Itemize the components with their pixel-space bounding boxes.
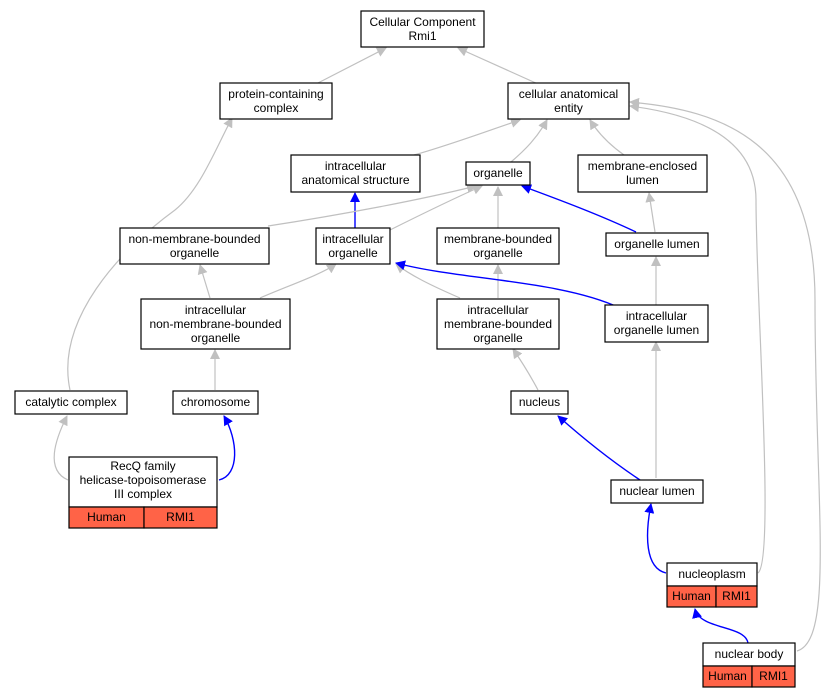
edge-recq-part-of-chr bbox=[218, 415, 236, 481]
node-membrane-enclosed-lumen[interactable]: membrane-enclosed lumen bbox=[577, 154, 708, 193]
node-label-line: non-membrane-bounded bbox=[128, 232, 260, 246]
annotation-species-label: Human bbox=[672, 589, 711, 603]
edge-recq-to-cat bbox=[53, 415, 69, 481]
node-label-line: organelle bbox=[473, 246, 523, 260]
node-label-line: RecQ family bbox=[110, 459, 175, 473]
node-label-line: nuclear lumen bbox=[619, 484, 694, 498]
node-label-line: intracellular bbox=[185, 303, 246, 317]
edges bbox=[53, 47, 821, 652]
node-label-line: helicase-topoisomerase bbox=[80, 473, 207, 487]
node-label-line: intracellular bbox=[626, 309, 687, 323]
edge-mel-to-cae bbox=[589, 119, 625, 156]
annotation-gene-label: RMI1 bbox=[166, 510, 195, 524]
node-membrane-bounded-organelle[interactable]: membrane-bounded organelle bbox=[436, 227, 560, 265]
node-cellular-anatomical-entity[interactable]: cellular anatomical entity bbox=[507, 82, 630, 120]
node-label-line: organelle bbox=[328, 246, 378, 260]
node-organelle[interactable]: organelle bbox=[465, 161, 531, 186]
edge-np-part-of-nl bbox=[644, 503, 667, 574]
edge-io-to-org bbox=[389, 185, 483, 231]
node-nucleus[interactable]: nucleus bbox=[510, 390, 569, 415]
node-label-line: intracellular bbox=[467, 303, 528, 317]
node-label-line: chromosome bbox=[181, 395, 251, 409]
node-label-line: membrane-enclosed bbox=[588, 159, 697, 173]
annotation-gene-label: RMI1 bbox=[722, 589, 751, 603]
node-label-line: complex bbox=[254, 101, 299, 115]
node-catalytic-complex[interactable]: catalytic complex bbox=[14, 390, 128, 415]
node-intracellular-non-membrane-bounded-organelle[interactable]: intracellular non-membrane-bounded organ… bbox=[140, 298, 291, 350]
node-organelle-lumen[interactable]: organelle lumen bbox=[605, 232, 709, 257]
node-label-line: cellular anatomical bbox=[519, 87, 618, 101]
edge-cat-to-pcc bbox=[67, 117, 233, 391]
annotation-species-label: Human bbox=[708, 669, 747, 683]
edge-pcc-to-cc bbox=[315, 47, 387, 85]
node-intracellular-anatomical-structure[interactable]: intracellular anatomical structure bbox=[290, 154, 421, 193]
edge-nuc-to-imbo bbox=[512, 348, 539, 391]
node-intracellular-organelle-lumen[interactable]: intracellular organelle lumen bbox=[604, 304, 709, 343]
node-label-line: organelle bbox=[191, 331, 241, 345]
node-label-line: nucleus bbox=[519, 395, 560, 409]
edge-ol-part-of-org bbox=[521, 184, 637, 233]
edge-ias-to-cae bbox=[413, 118, 521, 156]
node-label-line: catalytic complex bbox=[25, 395, 116, 409]
node-label-line: Cellular Component bbox=[369, 15, 476, 29]
node-label-line: organelle lumen bbox=[614, 237, 699, 251]
node-intracellular-membrane-bounded-organelle[interactable]: intracellular membrane-bounded organelle bbox=[436, 298, 560, 350]
edge-inmbo-to-nmbo bbox=[197, 264, 211, 299]
node-label-line: anatomical structure bbox=[301, 173, 409, 187]
node-non-membrane-bounded-organelle[interactable]: non-membrane-bounded organelle bbox=[119, 227, 270, 265]
node-protein-containing-complex[interactable]: protein-containing complex bbox=[219, 82, 333, 120]
node-label-line: organelle bbox=[170, 246, 220, 260]
node-nucleoplasm[interactable]: nucleoplasm Human RMI1 bbox=[666, 562, 758, 608]
node-label-line: intracellular bbox=[322, 232, 383, 246]
edge-np-to-cae bbox=[629, 102, 766, 574]
edge-nmbo-to-org bbox=[267, 183, 477, 227]
node-label-line: non-membrane-bounded bbox=[149, 317, 281, 331]
node-label-line: entity bbox=[554, 101, 583, 115]
node-label-line: membrane-bounded bbox=[444, 317, 552, 331]
edge-cae-to-cc bbox=[457, 47, 539, 85]
node-label-line: organelle lumen bbox=[614, 323, 699, 337]
edge-inmbo-to-io bbox=[259, 263, 337, 299]
edge-ol-to-mel bbox=[645, 192, 656, 233]
node-nuclear-lumen[interactable]: nuclear lumen bbox=[610, 479, 704, 504]
node-label-line: organelle bbox=[473, 331, 523, 345]
node-label-line: Rmi1 bbox=[408, 29, 436, 43]
node-label-line: membrane-bounded bbox=[444, 232, 552, 246]
node-label-line: nucleoplasm bbox=[678, 567, 745, 581]
annotation-gene-cell bbox=[751, 665, 796, 688]
edge-nb-to-cae bbox=[629, 97, 821, 652]
node-label-line: III complex bbox=[114, 487, 172, 501]
edge-org-to-cae bbox=[510, 119, 548, 163]
node-label-line: lumen bbox=[626, 173, 659, 187]
edge-iol-part-of-io bbox=[395, 260, 621, 309]
annotation-species-label: Human bbox=[87, 510, 126, 524]
node-recq-family-complex[interactable]: RecQ family helicase-topoisomerase III c… bbox=[68, 456, 218, 529]
edge-nl-part-of-nuc bbox=[557, 415, 641, 481]
edge-nb-part-of-np bbox=[692, 608, 749, 644]
node-label-line: intracellular bbox=[325, 159, 386, 173]
node-chromosome[interactable]: chromosome bbox=[172, 390, 259, 415]
node-label-line: organelle bbox=[473, 166, 523, 180]
node-label-line: protein-containing bbox=[228, 87, 323, 101]
node-label-line: nuclear body bbox=[715, 647, 784, 661]
annotation-gene-cell bbox=[143, 506, 218, 529]
node-intracellular-organelle[interactable]: intracellular organelle bbox=[315, 227, 391, 265]
annotation-gene-label: RMI1 bbox=[759, 669, 788, 683]
annotation-gene-cell bbox=[715, 585, 758, 608]
node-nuclear-body[interactable]: nuclear body Human RMI1 bbox=[702, 642, 796, 688]
node-cellular-component[interactable]: Cellular Component Rmi1 bbox=[360, 10, 485, 48]
